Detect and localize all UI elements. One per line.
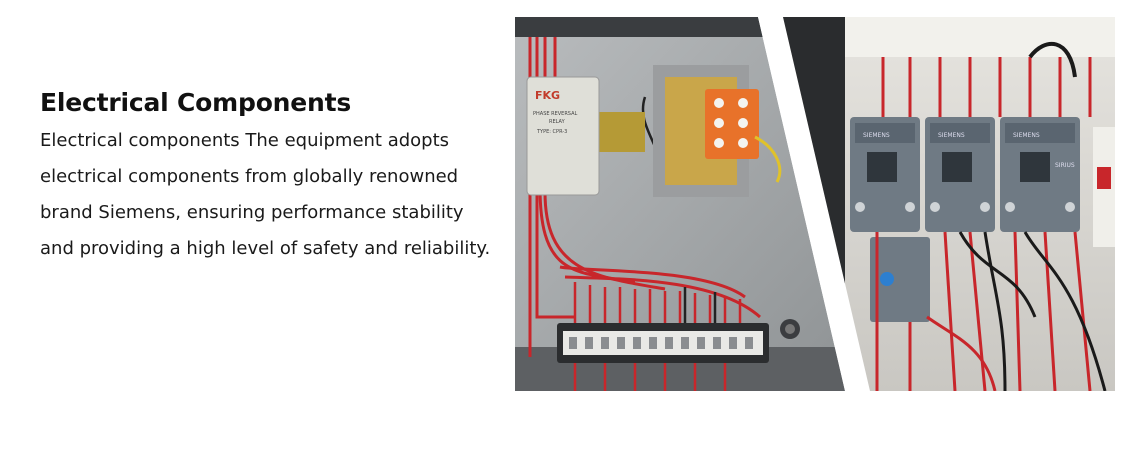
svg-text:SIEMENS: SIEMENS (863, 132, 890, 139)
siemens-contactors: SIEMENS SIEMENS SIEMENS SIRIUS (850, 117, 1080, 232)
svg-text:PHASE REVERSAL: PHASE REVERSAL (533, 111, 577, 117)
components-photo-collage: FKG PHASE REVERSAL RELAY TYPE: CPR-3 (515, 17, 1115, 391)
svg-text:FKG: FKG (535, 89, 560, 102)
svg-text:SIRIUS: SIRIUS (1055, 162, 1075, 169)
section-title: Electrical Components (40, 88, 352, 117)
svg-text:SIEMENS: SIEMENS (938, 132, 965, 139)
svg-text:TYPE: CPR-3: TYPE: CPR-3 (536, 129, 567, 135)
svg-text:RELAY: RELAY (549, 119, 566, 125)
section-description: Electrical components The equipment adop… (40, 130, 491, 259)
svg-text:SIEMENS: SIEMENS (1013, 132, 1040, 139)
feature-text-block: Electrical Components Electrical compone… (40, 88, 500, 267)
phase-reversal-relay (526, 76, 600, 196)
